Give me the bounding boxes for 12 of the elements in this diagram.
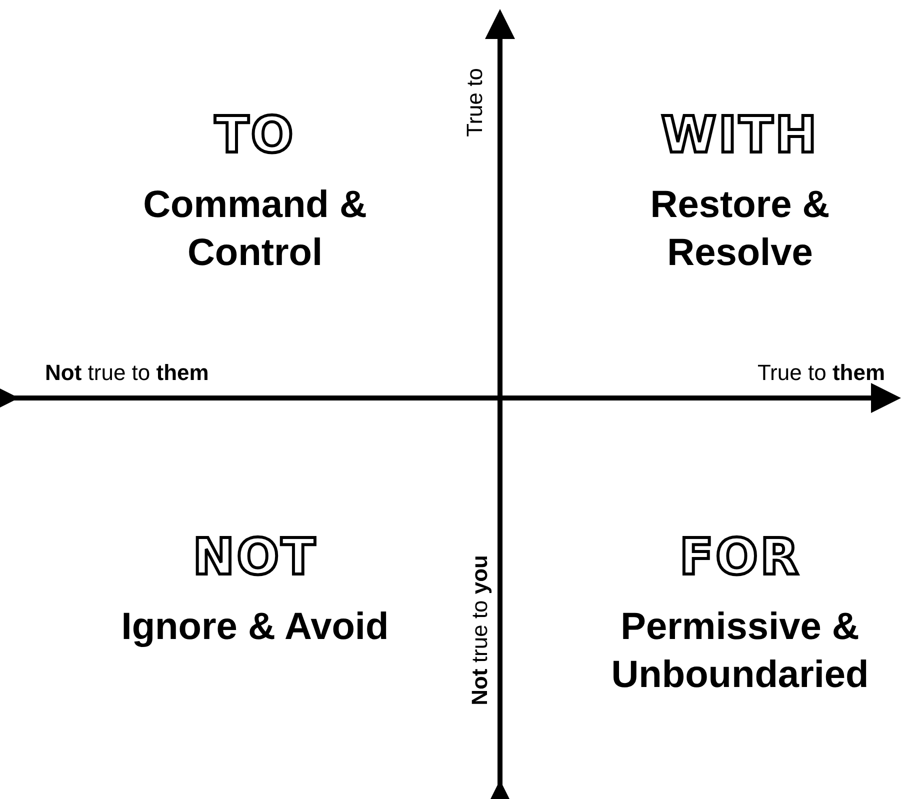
axis-label: Not true to them — [45, 362, 209, 384]
quadrant-heading: NOT — [192, 532, 318, 582]
axis-label: True to — [464, 68, 486, 137]
quadrant-label: Permissive & Unboundaried — [610, 605, 870, 698]
quadrant-heading: TO — [214, 110, 296, 160]
quadrant-heading: FOR — [679, 532, 801, 582]
quadrant-label: Ignore & Avoid — [120, 605, 390, 650]
axis-label: Not true to you — [469, 555, 491, 706]
quadrant-label: Command & Control — [142, 183, 368, 276]
quadrant-label: Restore & Resolve — [649, 183, 831, 276]
quadrant-heading: WITH — [661, 110, 819, 160]
axis-label: True to them — [757, 362, 885, 384]
